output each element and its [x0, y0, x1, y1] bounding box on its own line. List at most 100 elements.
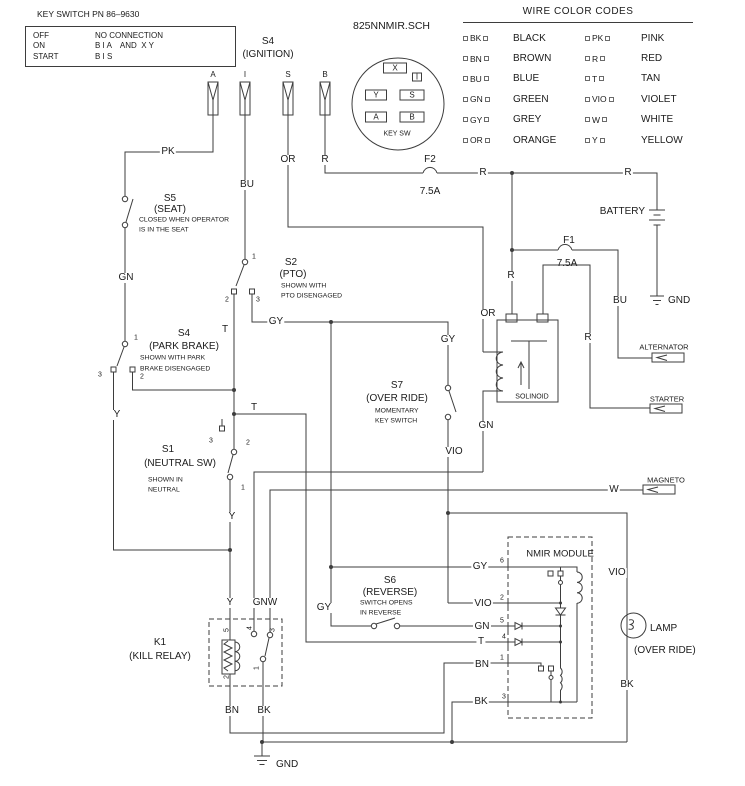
color-code: R: [585, 54, 641, 64]
wire-label-or: OR: [279, 154, 297, 165]
wire-terminal-icon: [602, 117, 608, 123]
wire-terminal-icon: [599, 137, 605, 143]
nmir-pin-number: 3: [502, 693, 506, 701]
s1-desc-2: NEUTRAL: [148, 486, 180, 494]
s7-override-switch: [444, 384, 457, 421]
k1-pin-number: 5: [223, 628, 231, 632]
nmir-diode-2: [514, 621, 524, 631]
color-name: BLUE: [513, 73, 540, 85]
wire-terminal-icon: [585, 96, 590, 102]
k1-pin-number: 3: [269, 628, 277, 632]
s2-name: (PTO): [279, 269, 307, 280]
wire-terminal-icon: [463, 137, 468, 143]
wire-color-codes-title: WIRE COLOR CODES: [463, 6, 693, 23]
color-code: W: [585, 115, 641, 125]
legend-connection: B I A AND X Y: [95, 41, 154, 50]
fuse-f1-rating: 7.5A: [556, 258, 578, 269]
color-code: GN: [463, 94, 513, 104]
wire-terminal-icon: [483, 35, 489, 41]
wire-terminal-icon: [585, 117, 590, 123]
wire-label-r: R: [319, 154, 331, 165]
wire-label-pk: PK: [159, 146, 177, 157]
ground-symbol-battery: [650, 295, 664, 305]
contact-number: 2: [140, 373, 144, 381]
legend-position: START: [33, 51, 59, 61]
wire-label-t: T: [250, 402, 258, 413]
override-lamp: [620, 612, 647, 639]
wire-label-t: T: [476, 636, 486, 647]
color-code: T: [585, 74, 641, 84]
wire-label-y: Y: [112, 409, 122, 420]
color-code: BN: [463, 54, 513, 64]
solenoid: [495, 313, 559, 403]
wire-label-bu: BU: [238, 179, 256, 190]
color-code: BK: [463, 33, 513, 43]
wire-terminal-icon: [484, 117, 490, 123]
wire-t-branch: [234, 413, 508, 643]
keyswitch-plug-circle: [351, 57, 445, 151]
nmir-pin-number: 4: [502, 633, 506, 641]
nmir-title: NMIR MODULE: [526, 548, 594, 560]
wire-terminal-icon: [484, 137, 490, 143]
nmir-coil-2: [559, 667, 563, 702]
fuse-f2-id: F2: [424, 154, 436, 165]
s2-desc-1: SHOWN WITH: [281, 282, 327, 290]
nmir-diode-1: [554, 607, 567, 616]
wire-label-vio: VIO: [606, 567, 628, 578]
keyswitch-pin-connectors: [207, 81, 331, 125]
s6-id: S6: [383, 575, 397, 586]
color-name: RED: [641, 53, 663, 65]
wire-label-bu: BU: [611, 295, 629, 306]
s4-park-brake-switch: [110, 340, 136, 373]
color-name: WHITE: [641, 114, 674, 126]
lamp-label: LAMP: [650, 623, 678, 634]
k1-pin-number: 1: [253, 666, 261, 670]
color-name: VIOLET: [641, 93, 677, 105]
wire-terminal-icon: [585, 76, 590, 82]
wire-terminal-icon: [585, 35, 590, 41]
s5-desc-2: IS IN THE SEAT: [139, 226, 189, 234]
wire-pk: [124, 125, 214, 196]
s4pb-desc-1: SHOWN WITH PARK: [140, 354, 206, 362]
keyswitch-part-number: KEY SWITCH PN 86–9630: [37, 9, 140, 19]
wire-terminal-icon: [463, 35, 468, 41]
s1-id: S1: [161, 444, 175, 455]
wire-label-r: R: [477, 167, 489, 178]
keysw-caption: KEY SW: [383, 130, 411, 138]
alternator-label: ALTERNATOR: [639, 342, 689, 352]
nmir-pin-number: 6: [500, 557, 504, 565]
pin-b-label: B: [322, 70, 328, 79]
pin-a-label: A: [210, 70, 216, 79]
lamp-name: (OVER RIDE): [634, 645, 696, 656]
wire-ground-bus: [261, 741, 627, 756]
wire-terminal-icon: [605, 35, 611, 41]
s1-name: (NEUTRAL SW): [144, 458, 216, 469]
s6-desc-1: SWITCH OPENS: [360, 599, 413, 607]
s6-desc-2: IN REVERSE: [360, 609, 402, 617]
s6-name: (REVERSE): [362, 587, 418, 598]
wire-terminal-icon: [463, 56, 468, 62]
ignition-name: (IGNITION): [242, 49, 294, 60]
wire-label-r: R: [582, 332, 594, 343]
wire-terminal-icon: [463, 117, 468, 123]
wire-w: [269, 489, 643, 619]
color-name: PINK: [641, 32, 665, 44]
k1-name: (KILL RELAY): [129, 651, 191, 662]
contact-number: 1: [252, 253, 256, 261]
magneto-label: MAGNETO: [647, 475, 685, 485]
nmir-diode-3: [514, 637, 524, 647]
s7-desc-2: KEY SWITCH: [375, 417, 418, 425]
color-code: VIO: [585, 94, 641, 104]
nmir-module: [507, 536, 593, 719]
s5-desc-1: CLOSED WHEN OPERATOR: [139, 216, 230, 224]
solenoid-coil: [495, 351, 504, 392]
plug-terminal-i: I: [412, 72, 422, 82]
alternator-connector: [651, 352, 685, 363]
wire-label-vio: VIO: [472, 598, 494, 609]
pin-s-label: S: [285, 70, 291, 79]
s2-pto-switch: [231, 258, 255, 295]
wire-terminal-icon: [463, 96, 468, 102]
